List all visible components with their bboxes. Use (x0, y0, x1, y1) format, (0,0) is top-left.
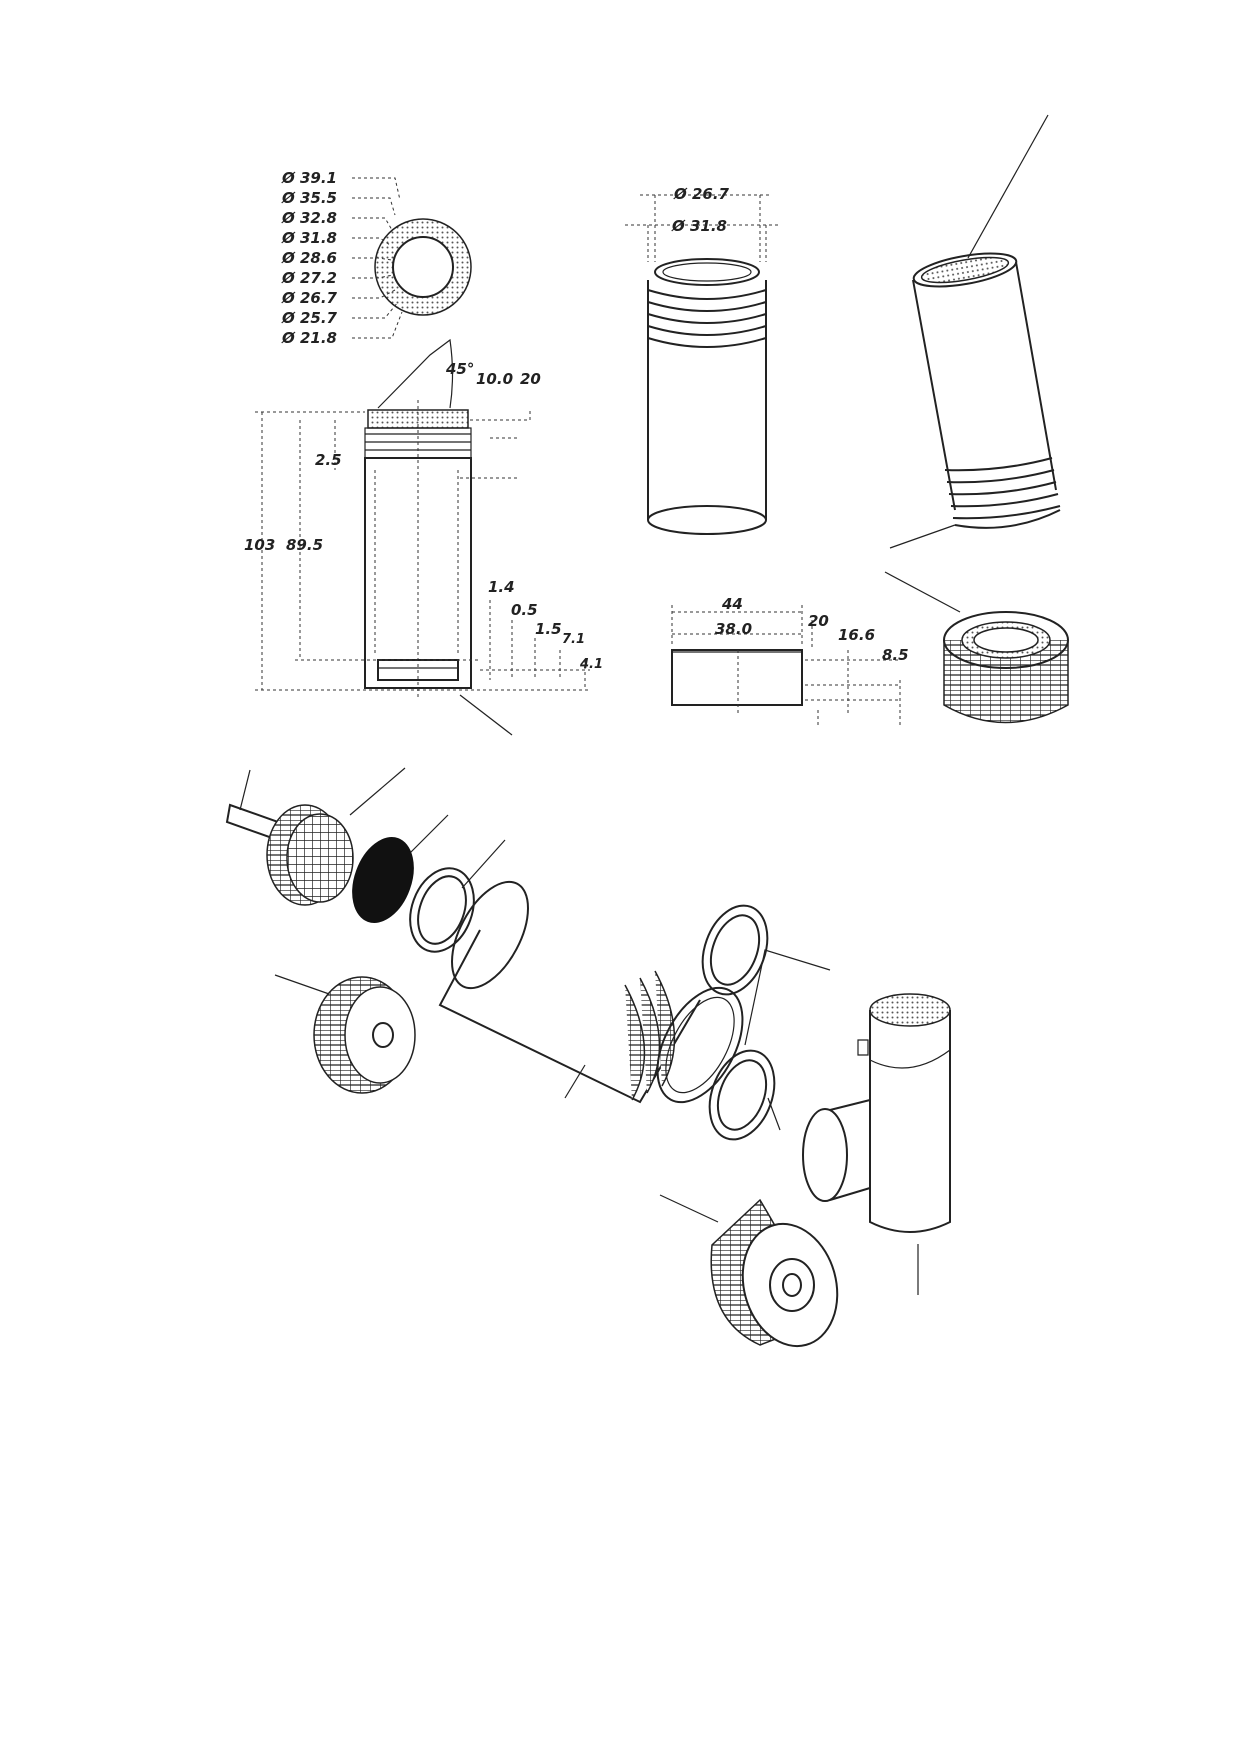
tube-inner-diameter: Ø 26.7 (674, 185, 729, 203)
diameter-label: Ø 27.2 (282, 269, 337, 287)
diameter-label: Ø 39.1 (282, 169, 337, 187)
tilted-tube-leader (967, 114, 1049, 259)
dimension-label: 7.1 (562, 632, 586, 647)
dimension-label: 20 (520, 370, 541, 388)
cap-dim-label: 16.6 (838, 626, 876, 644)
tilted-tube-top (912, 252, 1018, 288)
tube-elevation (625, 194, 780, 535)
dimension-label: 0.5 (511, 601, 538, 619)
dimension-label: 89.5 (286, 536, 324, 554)
washer-right-bottom (708, 1049, 776, 1141)
diameter-label: Ø 32.8 (282, 209, 337, 227)
cap-section-body (671, 649, 803, 706)
cap-section (671, 605, 901, 725)
tube-dimension-lines (625, 194, 780, 262)
section-view (255, 338, 590, 736)
cap-dim-label: 20 (808, 612, 829, 630)
cap-inner-width-label: 38.0 (715, 620, 753, 638)
knob-bottom-left (313, 976, 416, 1094)
washer-left (409, 867, 475, 953)
cap-width-label: 44 (722, 595, 743, 613)
diameter-label: Ø 31.8 (282, 229, 337, 247)
diameter-label: Ø 21.8 (282, 329, 337, 347)
nut-top (943, 611, 1069, 669)
knob-top-left (266, 804, 354, 906)
cap-dim-label: 8.5 (882, 646, 909, 664)
angle-label: 45° (446, 360, 475, 378)
washer-right-top (701, 904, 769, 996)
knurled-nut (884, 571, 1069, 724)
dimension-label: 1.5 (535, 620, 562, 638)
dimension-lines (255, 410, 590, 691)
ring-inner (392, 236, 454, 298)
tube-walls (647, 280, 767, 520)
t-piece (802, 993, 951, 1233)
nut-knurl-band (943, 640, 1069, 724)
diameter-leaders (352, 177, 403, 339)
nut-leader (884, 571, 961, 613)
dimension-label: 4.1 (580, 657, 604, 672)
tilted-tube-leader-2 (889, 524, 956, 549)
cap-dimension-lines (671, 605, 901, 725)
dimension-label: 1.4 (488, 578, 515, 596)
knob-bottom-right (710, 1198, 839, 1348)
diameter-label: Ø 35.5 (282, 189, 337, 207)
diameter-label: Ø 28.6 (282, 249, 337, 267)
dimension-label: 10.0 (476, 370, 514, 388)
dimension-label: 103 (244, 536, 276, 554)
diameter-label: Ø 25.7 (282, 309, 337, 327)
tube-threads (647, 289, 767, 348)
exploded-assembly (225, 767, 951, 1348)
section-leader (459, 694, 513, 736)
tilted-tube (889, 114, 1061, 549)
tube-bottom (647, 505, 767, 535)
angle-arc (377, 338, 454, 409)
tube-top-rim (654, 258, 760, 286)
tilted-tube-threads (944, 457, 1061, 520)
main-tube (438, 880, 744, 1104)
dimension-label: 2.5 (315, 451, 342, 469)
filter-disc (352, 837, 414, 923)
top-view-ring (352, 177, 472, 339)
diameter-label: Ø 26.7 (282, 289, 337, 307)
tube-outer-diameter: Ø 31.8 (672, 217, 727, 235)
assembly-leaders (239, 767, 919, 1295)
